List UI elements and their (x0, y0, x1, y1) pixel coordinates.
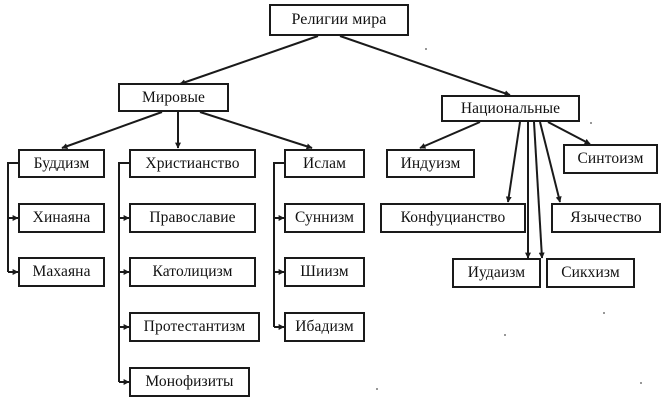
bracket-islam (273, 162, 284, 327)
sikhism-box: Сикхизм (546, 258, 635, 288)
sunnism-box: Суннизм (284, 203, 365, 233)
paganism-box: Язычество (551, 203, 661, 233)
arrow-world-to-islam (199, 111, 313, 150)
hinduism-box: Индуизм (386, 149, 475, 178)
judaism-box: Иудаизм (452, 258, 541, 288)
arrow-to-confucianism (505, 121, 521, 203)
arrow-to-shinto (547, 121, 591, 145)
christianity-box: Христианство (129, 149, 256, 178)
catholicism-box: Католицизм (129, 257, 256, 287)
arrow-root-to-national (339, 35, 511, 97)
scan-speck (504, 334, 506, 336)
shinto-box: Синтоизм (563, 144, 658, 174)
national-religions-box: Национальные (441, 95, 580, 122)
protestantism-box: Протестантизм (129, 312, 260, 342)
arrow-world-to-buddhism (61, 111, 163, 149)
buddhism-box: Буддизм (18, 149, 105, 178)
hinayana-box: Хинаяна (18, 203, 105, 233)
scan-speck (603, 312, 605, 314)
confucianism-box: Конфуцианство (380, 203, 526, 233)
shiism-box: Шиизм (284, 257, 365, 287)
mahayana-box: Махаяна (18, 257, 105, 287)
bracket-buddhism (7, 162, 18, 272)
scan-speck (640, 382, 642, 384)
arrow-to-hinduism (419, 121, 481, 149)
arrow-to-paganism (539, 121, 562, 203)
scan-speck (590, 122, 592, 124)
arrow-root-to-world (179, 35, 319, 86)
islam-box: Ислам (284, 149, 365, 178)
bracket-christianity (118, 162, 129, 382)
orthodoxy-box: Православие (129, 203, 256, 233)
monophysites-box: Монофизиты (129, 367, 250, 397)
ibadism-box: Ибадизм (284, 312, 365, 342)
scan-speck (425, 48, 427, 50)
world-religions-box: Мировые (118, 83, 229, 112)
arrow-to-sikhism (533, 121, 545, 259)
scan-speck (376, 388, 378, 390)
root-box: Религии мира (269, 4, 409, 36)
